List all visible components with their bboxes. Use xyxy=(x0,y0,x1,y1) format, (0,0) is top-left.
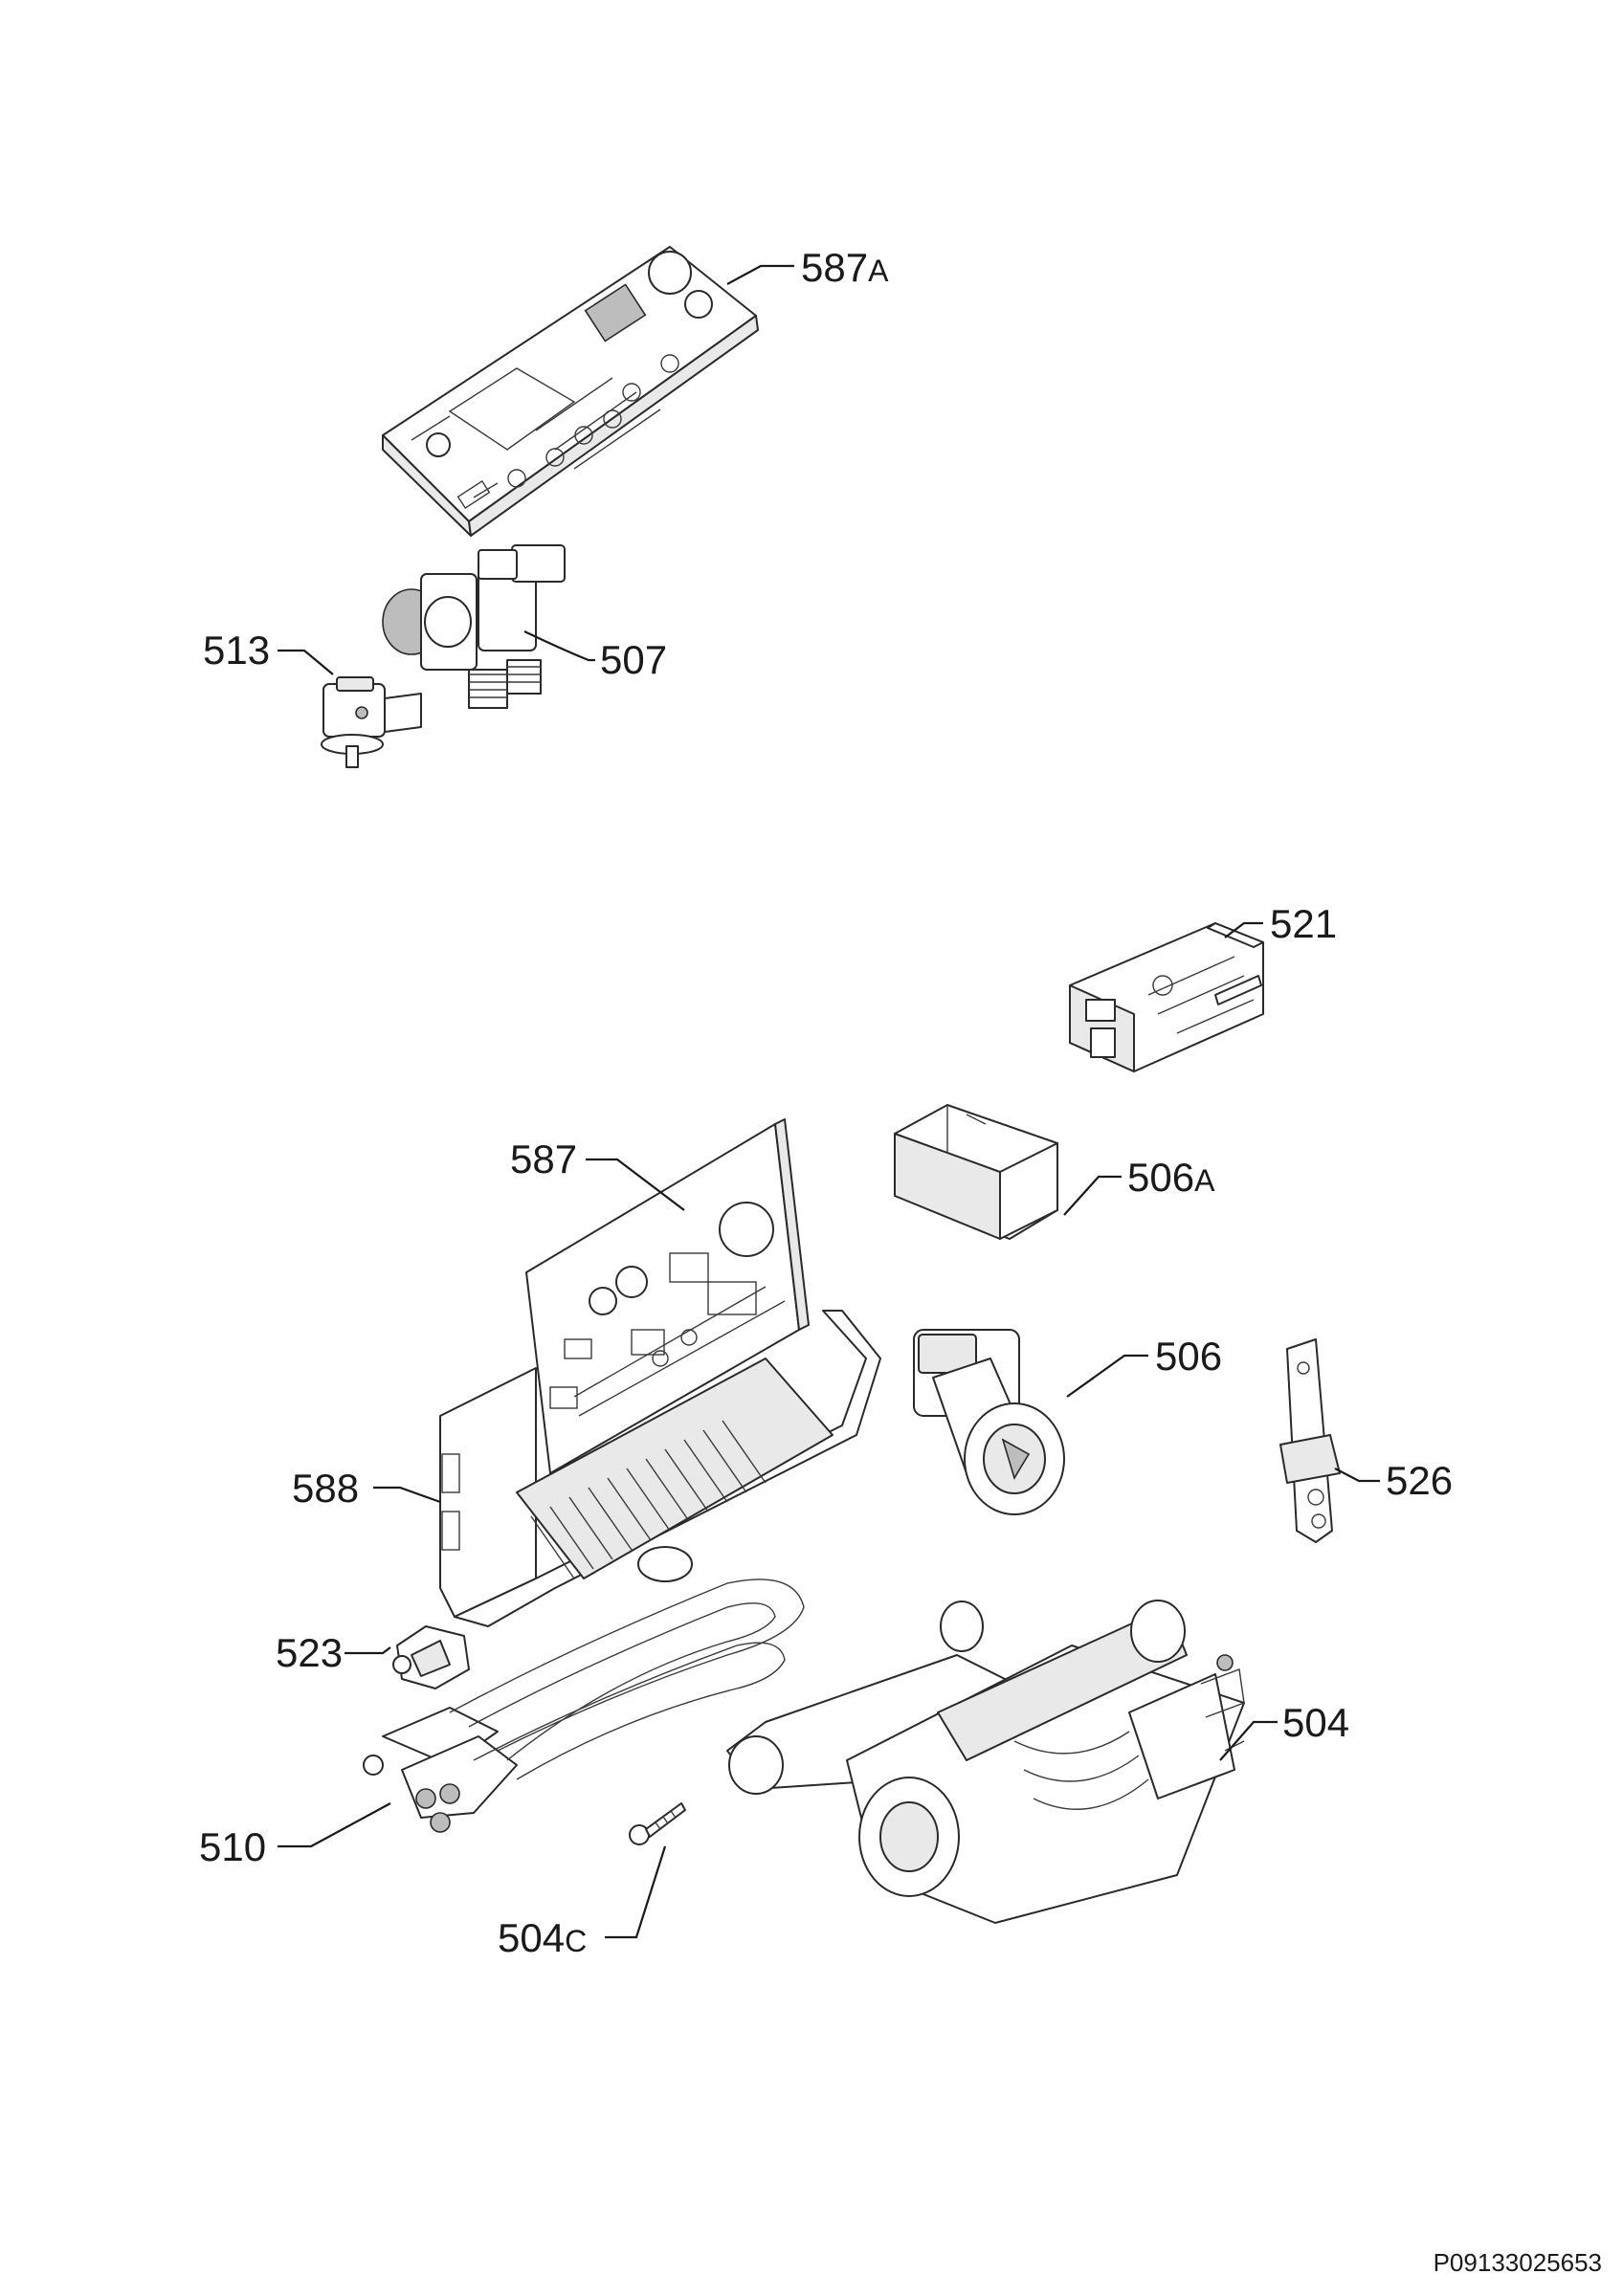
label-504: 504 xyxy=(1282,1700,1349,1745)
label-587a: 587A xyxy=(801,245,889,290)
label-513: 513 xyxy=(203,628,270,673)
label-587: 587 xyxy=(510,1137,577,1181)
leader-510 xyxy=(278,1802,391,1848)
label-507: 507 xyxy=(600,637,667,682)
part-507-inlet-valve xyxy=(382,544,566,709)
leader-504c xyxy=(605,1845,667,1939)
leader-521 xyxy=(1224,921,1263,938)
leader-587a xyxy=(726,264,794,285)
label-506a: 506A xyxy=(1127,1155,1215,1200)
label-588: 588 xyxy=(292,1466,359,1511)
leader-588 xyxy=(373,1486,441,1504)
leader-506 xyxy=(1066,1354,1148,1398)
part-523-clip xyxy=(392,1625,470,1689)
part-504-motor xyxy=(726,1600,1245,1924)
part-521-door-lock xyxy=(1069,922,1264,1072)
leader-587 xyxy=(586,1158,685,1211)
label-510: 510 xyxy=(199,1824,266,1869)
part-587-power-board xyxy=(525,1118,810,1474)
document-reference: P09133025653 xyxy=(1434,2248,1602,2277)
leader-504 xyxy=(1219,1720,1278,1761)
leader-513 xyxy=(278,649,334,675)
label-504c: 504C xyxy=(498,1915,587,1960)
part-513-pressure-switch xyxy=(321,676,422,768)
label-523: 523 xyxy=(276,1630,343,1675)
leader-523 xyxy=(345,1646,391,1655)
part-526-hinge-plate xyxy=(1279,1338,1341,1543)
leader-506a xyxy=(1063,1175,1122,1216)
label-521: 521 xyxy=(1270,901,1337,946)
leader-507 xyxy=(523,630,595,662)
label-506: 506 xyxy=(1155,1334,1222,1379)
part-506-drain-pump xyxy=(913,1329,1065,1515)
part-504c-screw xyxy=(629,1802,686,1845)
part-506a-pump-cover xyxy=(894,1104,1058,1240)
part-587a-control-board xyxy=(382,246,759,537)
label-526: 526 xyxy=(1386,1458,1453,1503)
leader-526 xyxy=(1334,1468,1380,1483)
part-510-heating-element xyxy=(363,1578,805,1833)
part-588-board-housing xyxy=(439,1310,881,1627)
